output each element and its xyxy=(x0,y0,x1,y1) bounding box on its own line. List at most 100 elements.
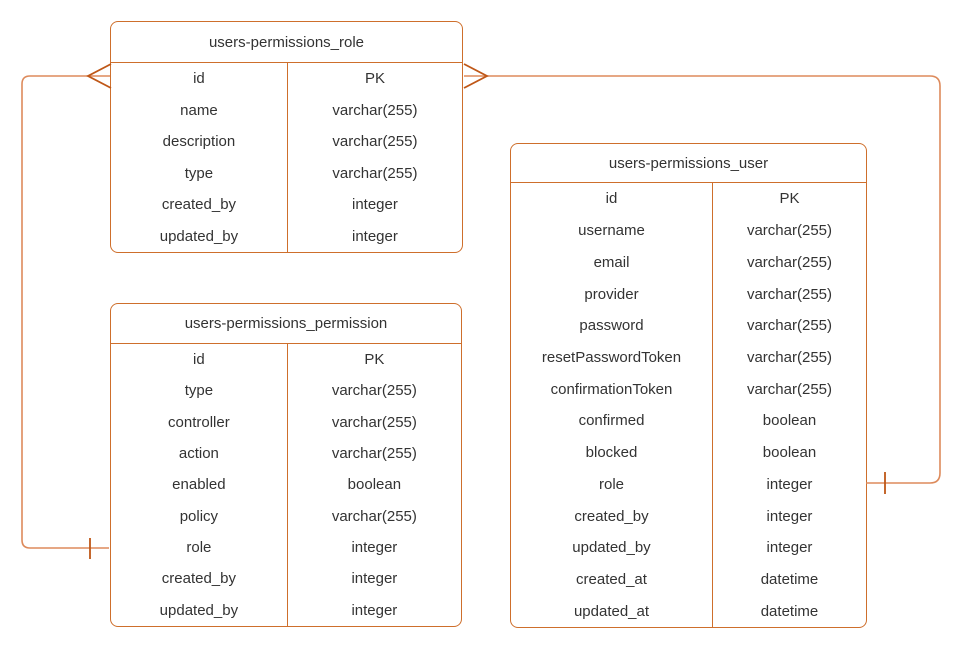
column-name-cell: confirmationToken xyxy=(511,373,713,406)
column-type-cell: integer xyxy=(352,227,398,245)
column-type-cell: integer xyxy=(351,570,398,588)
table-row: enabled boolean xyxy=(111,469,461,501)
column-type-cell: boolean xyxy=(347,476,402,494)
table-row: confirmationToken varchar(255) xyxy=(511,373,866,406)
column-type-cell: PK xyxy=(364,70,385,88)
column-type-cell: varchar(255) xyxy=(746,380,833,398)
column-name-cell: type xyxy=(111,157,288,189)
table-row: policy varchar(255) xyxy=(111,500,461,532)
column-name-cell: description xyxy=(111,126,288,158)
table-row: created_at datetime xyxy=(511,563,866,596)
column-name-cell: created_by xyxy=(111,189,288,221)
column-type-cell: varchar(255) xyxy=(331,445,417,463)
column-type-cell: varchar(255) xyxy=(746,285,833,303)
column-name-cell: controller xyxy=(111,406,288,438)
table-row: description varchar(255) xyxy=(111,126,462,158)
column-type-cell: varchar(255) xyxy=(746,317,833,335)
column-name-cell: policy xyxy=(111,500,288,532)
column-type-cell: varchar(255) xyxy=(331,382,417,400)
column-type-cell: PK xyxy=(779,190,800,208)
entity-rows: id PK name varchar(255) description varchar(2… xyxy=(111,63,462,252)
column-type-cell: integer xyxy=(351,539,398,557)
table-row: role integer xyxy=(111,531,461,564)
column-name-cell: name xyxy=(111,94,288,126)
table-row: created_by integer xyxy=(511,500,866,532)
column-type-cell: varchar(255) xyxy=(746,348,833,366)
table-row: blocked boolean xyxy=(511,436,866,469)
column-name-cell: updated_by xyxy=(511,531,713,564)
crows-foot-many-icon xyxy=(86,63,112,89)
column-name-cell: username xyxy=(511,214,713,247)
column-type-cell: varchar(255) xyxy=(746,222,833,240)
column-name-cell: id xyxy=(111,344,288,376)
entity-table-users-permissions-user: users-permissions_user id PK username varch… xyxy=(510,143,867,628)
column-type-cell: boolean xyxy=(762,444,817,462)
column-type-cell: varchar(255) xyxy=(746,253,833,271)
entity-table-users-permissions-permission: users-permissions_permission id PK type var… xyxy=(110,303,462,627)
column-type-cell: varchar(255) xyxy=(332,133,418,151)
crows-foot-many-icon xyxy=(463,63,489,89)
column-name-cell: blocked xyxy=(511,436,713,469)
table-row: controller varchar(255) xyxy=(111,406,461,438)
column-name-cell: email xyxy=(511,246,713,279)
column-type-cell: boolean xyxy=(762,412,817,430)
column-type-cell: varchar(255) xyxy=(331,507,417,525)
table-row: name varchar(255) xyxy=(111,94,462,126)
column-name-cell: created_at xyxy=(511,563,713,596)
table-row: updated_by integer xyxy=(111,220,462,252)
column-type-cell: datetime xyxy=(760,602,819,620)
column-type-cell: integer xyxy=(352,196,398,214)
column-name-cell: confirmed xyxy=(511,405,713,437)
table-row: username varchar(255) xyxy=(511,214,866,247)
column-name-cell: type xyxy=(111,375,288,407)
column-type-cell: varchar(255) xyxy=(332,164,418,182)
table-row: password varchar(255) xyxy=(511,309,866,342)
table-row: role integer xyxy=(511,468,866,501)
entity-rows: id PK type varchar(255) controller varchar(25… xyxy=(111,344,461,626)
table-row: created_by integer xyxy=(111,563,461,595)
column-type-cell: datetime xyxy=(760,570,819,588)
table-row: id PK xyxy=(111,344,461,376)
table-row: updated_by integer xyxy=(111,594,461,626)
connector-line xyxy=(21,75,110,549)
table-row: email varchar(255) xyxy=(511,246,866,279)
column-type-cell: integer xyxy=(766,475,813,493)
entity-rows: id PK username varchar(255) email varchar(255… xyxy=(511,183,866,628)
column-name-cell: id xyxy=(111,63,288,95)
entity-title: users-permissions_role xyxy=(111,22,462,63)
table-row: resetPasswordToken varchar(255) xyxy=(511,341,866,374)
entity-table-users-permissions-role: users-permissions_role id PK name varchar(2… xyxy=(110,21,463,253)
column-name-cell: updated_by xyxy=(111,220,288,252)
table-row: type varchar(255) xyxy=(111,157,462,189)
column-type-cell: varchar(255) xyxy=(331,413,417,431)
column-name-cell: password xyxy=(511,309,713,342)
table-row: id PK xyxy=(111,63,462,95)
relationship-role-to-permission xyxy=(21,63,112,559)
column-name-cell: created_by xyxy=(511,500,713,532)
table-row: action varchar(255) xyxy=(111,437,461,470)
column-type-cell: PK xyxy=(364,351,385,369)
entity-title: users-permissions_user xyxy=(511,144,866,183)
column-name-cell: updated_by xyxy=(111,594,288,626)
column-name-cell: updated_at xyxy=(511,595,713,628)
column-type-cell: varchar(255) xyxy=(332,101,418,119)
column-name-cell: created_by xyxy=(111,563,288,595)
column-name-cell: provider xyxy=(511,278,713,310)
entity-title: users-permissions_permission xyxy=(111,304,461,344)
column-name-cell: role xyxy=(111,531,288,564)
column-name-cell: action xyxy=(111,437,288,470)
column-name-cell: resetPasswordToken xyxy=(511,341,713,374)
column-name-cell: role xyxy=(511,468,713,501)
column-name-cell: id xyxy=(511,183,713,215)
table-row: type varchar(255) xyxy=(111,375,461,407)
column-type-cell: integer xyxy=(351,601,398,619)
column-name-cell: enabled xyxy=(111,469,288,501)
table-row: created_by integer xyxy=(111,189,462,221)
table-row: updated_by integer xyxy=(511,531,866,564)
column-type-cell: integer xyxy=(766,539,813,557)
column-type-cell: integer xyxy=(766,507,813,525)
table-row: id PK xyxy=(511,183,866,215)
table-row: confirmed boolean xyxy=(511,405,866,437)
table-row: provider varchar(255) xyxy=(511,278,866,310)
